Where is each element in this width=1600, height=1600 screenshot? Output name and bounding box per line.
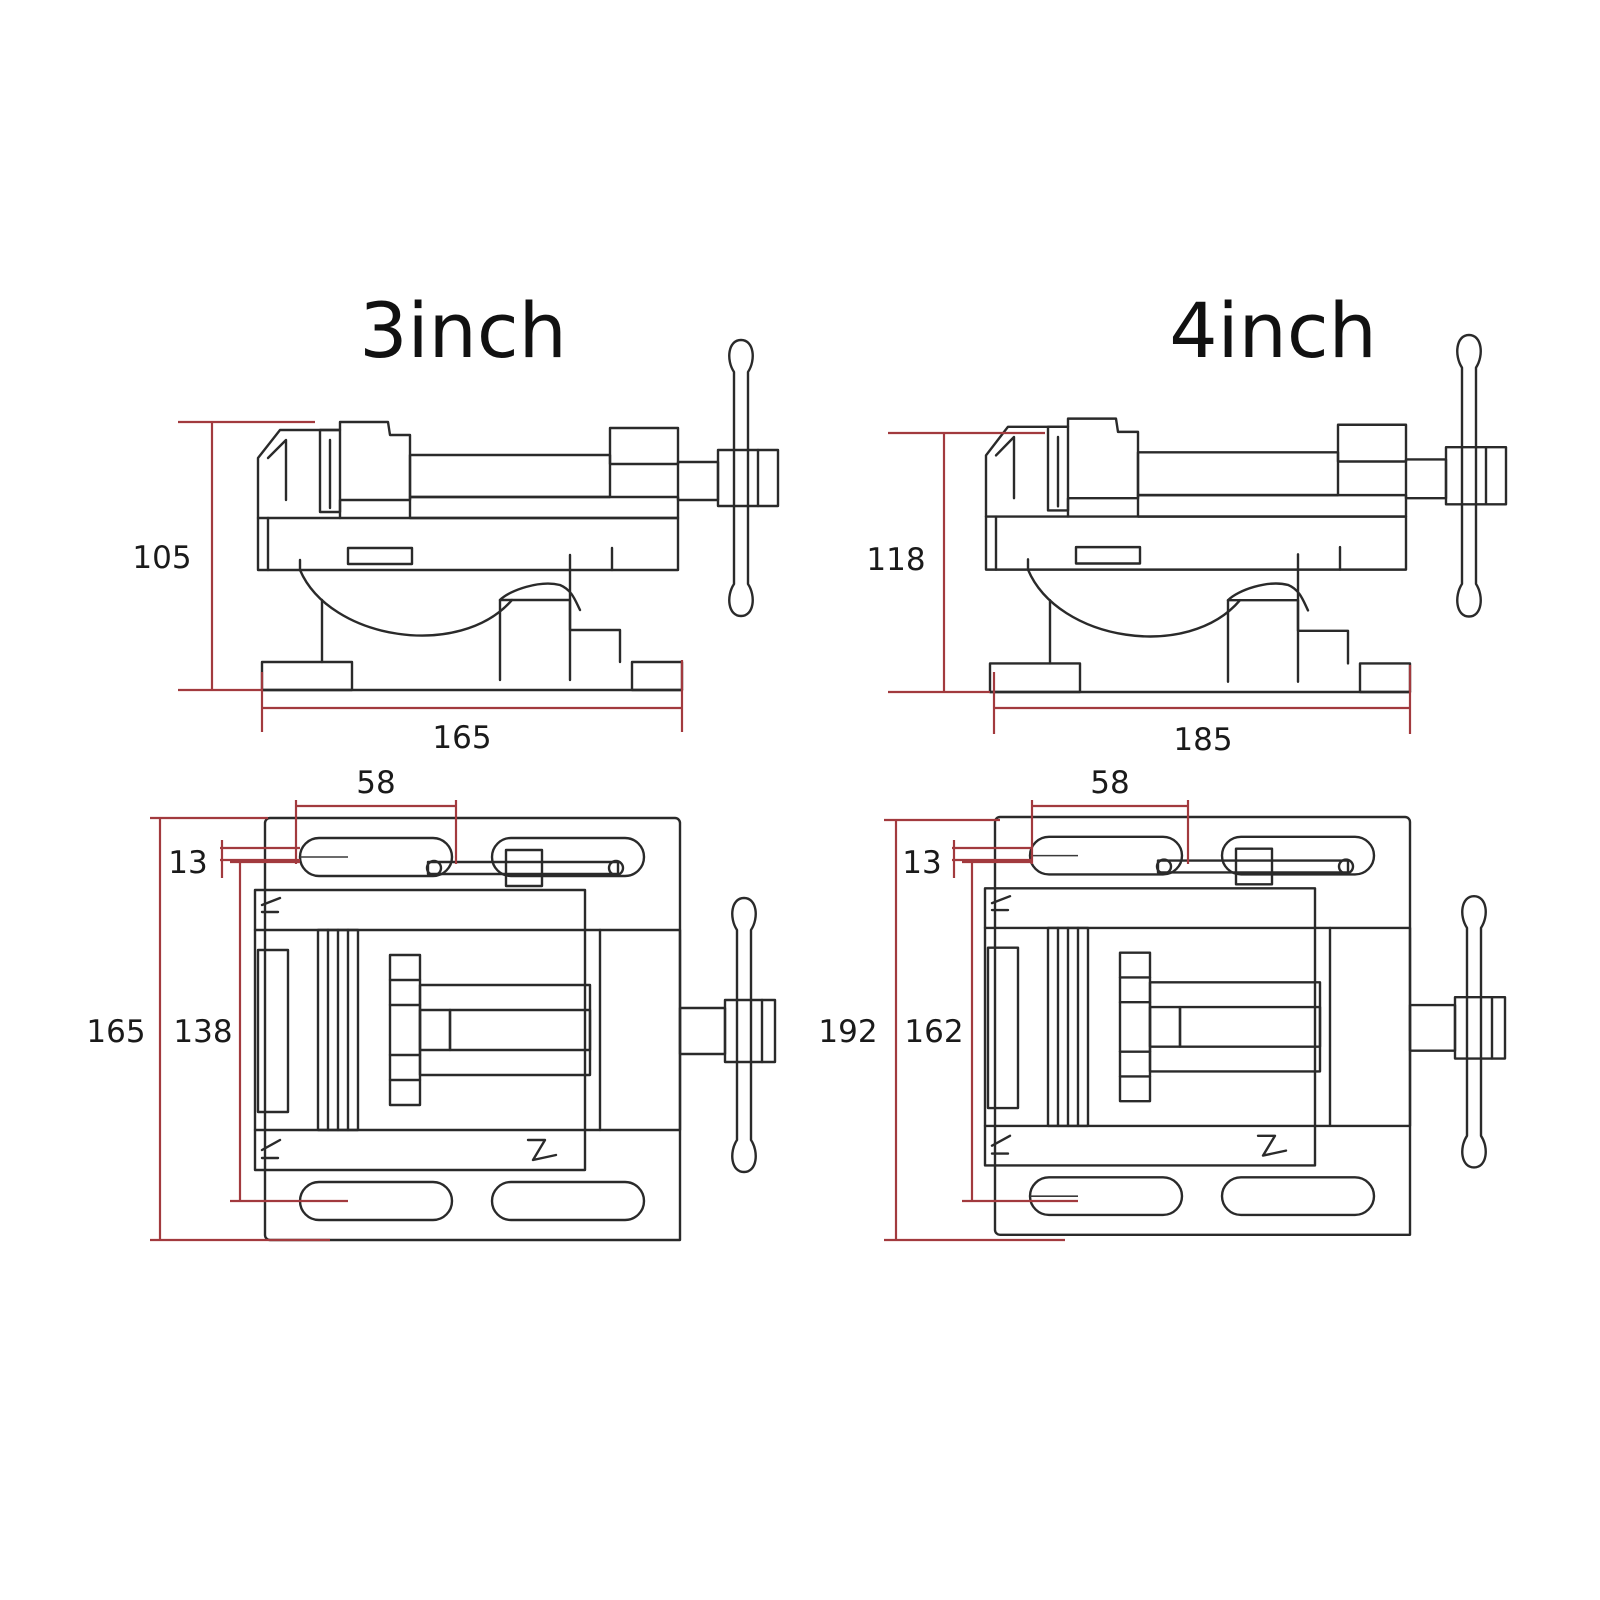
side-view-4inch: 118 185 [866, 333, 1508, 758]
dim-inner-depth-3inch: 138 [173, 1014, 232, 1050]
title-3inch: 3inch [359, 286, 567, 375]
dim-slot-width-4inch: 13 [902, 845, 941, 881]
top-view-3inch: 58 13 165 138 [86, 765, 777, 1242]
top-view-4inch: 58 13 192 162 [818, 765, 1507, 1242]
side-view-3inch: 105 165 [132, 338, 780, 756]
dim-height-3inch: 105 [132, 540, 191, 576]
dim-slot-width-3inch: 13 [168, 845, 207, 881]
dim-overall-depth-3inch: 165 [86, 1014, 145, 1050]
dim-inner-depth-4inch: 162 [904, 1014, 963, 1050]
dim-slot-spacing-4inch: 58 [1090, 765, 1129, 801]
dim-slot-spacing-3inch: 58 [356, 765, 395, 801]
dim-length-4inch: 185 [1173, 722, 1232, 758]
title-4inch: 4inch [1169, 286, 1377, 375]
dim-length-3inch: 165 [432, 720, 491, 756]
dim-overall-depth-4inch: 192 [818, 1014, 877, 1050]
dim-height-4inch: 118 [866, 542, 925, 578]
